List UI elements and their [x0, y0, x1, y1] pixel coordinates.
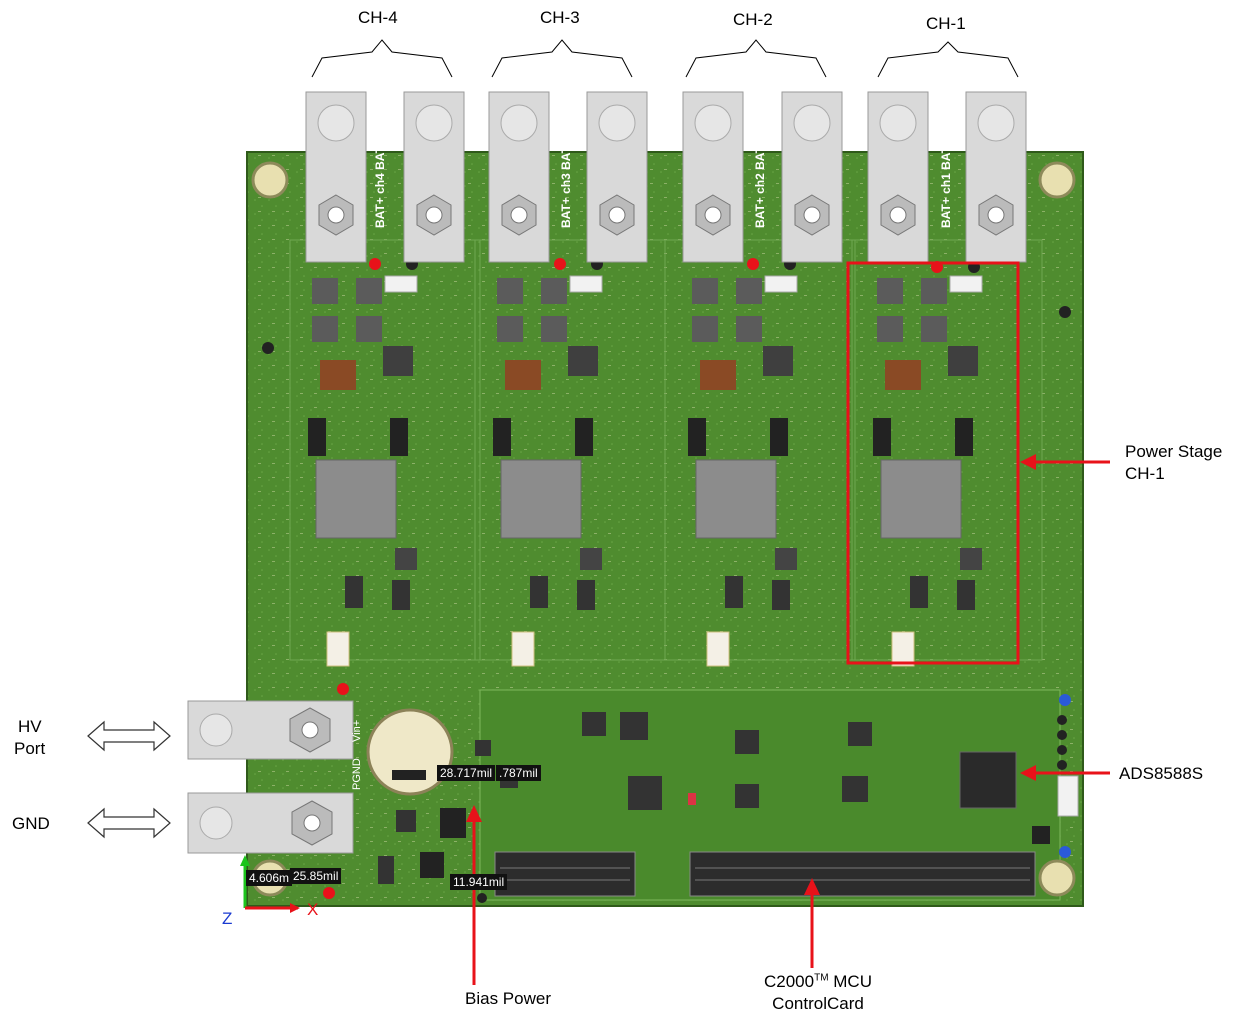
mcu-line1-a: C2000 [763, 972, 815, 991]
pgnd-label: PGND [351, 758, 363, 790]
hv-line2: Port [14, 739, 46, 759]
channel-label-ch4: CH-4 [358, 8, 398, 27]
bat-label-ch2: BAT+ ch2 BAT- [753, 143, 767, 228]
hv-double-arrow-icon [87, 720, 171, 752]
channel-label-ch2: CH-2 [733, 10, 773, 29]
mcu-line2: ControlCard [772, 994, 864, 1014]
axis-z-label: Z [222, 909, 232, 928]
mcu-line1-sup: TM [814, 972, 829, 984]
mcu-line1-b: MCU [828, 972, 872, 991]
coin-cell: Vin+ PGND [351, 708, 454, 796]
io-arrows [87, 720, 171, 839]
measurement-5: 11.941mil [450, 874, 508, 890]
measurement-1: 28.717mil [437, 765, 496, 781]
control-area [323, 683, 1079, 903]
power-stage-highlight [846, 261, 1020, 665]
adc-callout: ADS8588S [1119, 764, 1204, 783]
bat-label-ch4: BAT+ ch4 BAT- [373, 143, 387, 228]
mcu-callout: C2000TM MCU ControlCard [748, 971, 888, 1015]
axis-indicator: Z X [222, 855, 318, 928]
channel-label-ch3: CH-3 [540, 8, 580, 27]
bat-silkscreen: BAT+ ch4 BAT- BAT+ ch3 BAT- BAT+ ch2 BAT… [373, 143, 953, 228]
channel-components [262, 258, 1071, 667]
bias-power-callout: Bias Power [465, 989, 551, 1008]
measurement-3: 4.606m [246, 870, 293, 886]
power-stage-line2: CH-1 [1125, 464, 1165, 484]
callout-arrows [466, 454, 1110, 985]
hv-port-callout: HV Port [14, 716, 45, 760]
power-stage-line1: Power Stage [1125, 442, 1223, 461]
measurement-2: .787mil [496, 765, 541, 781]
channel-label-ch1: CH-1 [926, 14, 966, 33]
battery-terminals [305, 91, 1027, 263]
axis-x-label: X [307, 900, 318, 919]
power-stage-callout: Power Stage CH-1 [1125, 441, 1222, 485]
bat-label-ch3: BAT+ ch3 BAT- [559, 143, 573, 228]
measurement-4: 25.85mil [290, 868, 342, 884]
channel-braces [311, 39, 1019, 78]
hv-gnd-terminals [187, 700, 354, 854]
bat-label-ch1: BAT+ ch1 BAT- [939, 143, 953, 228]
mcu-line1: C2000TM MCU [748, 971, 888, 993]
vin-plus-label: Vin+ [351, 720, 363, 742]
gnd-double-arrow-icon [87, 807, 171, 839]
hv-line1: HV [18, 717, 42, 736]
gnd-callout: GND [12, 814, 50, 833]
